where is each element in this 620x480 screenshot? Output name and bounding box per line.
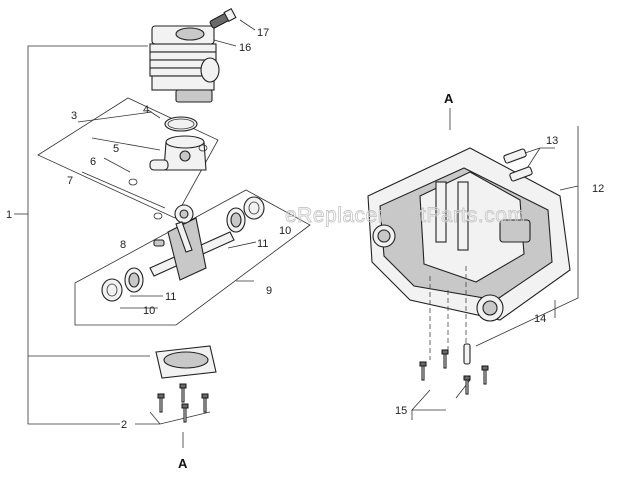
woodruff-key-part — [153, 239, 165, 247]
crankcase-bolt-part — [419, 266, 489, 395]
callout-10-lower: 10 — [143, 305, 155, 317]
piston-part — [163, 135, 207, 171]
callout-9: 9 — [266, 285, 272, 297]
callout-11-upper: 11 — [257, 238, 268, 250]
callout-16: 16 — [239, 42, 251, 54]
callout-11-lower: 11 — [165, 291, 176, 303]
section-marker-a-top: A — [444, 91, 454, 106]
crankshaft-part — [149, 204, 235, 281]
callout-14: 14 — [534, 313, 546, 325]
callout-15: 15 — [395, 405, 407, 417]
bolt-part — [157, 383, 209, 423]
callout-5: 5 — [113, 143, 119, 155]
piston-ring-part — [164, 116, 198, 132]
callout-8: 8 — [120, 239, 126, 251]
callout-2: 2 — [121, 419, 127, 431]
callout-4: 4 — [143, 104, 149, 116]
cylinder-part — [149, 25, 220, 103]
bearing-part — [124, 207, 246, 293]
spark-plug-part — [209, 7, 237, 29]
callout-1: 1 — [6, 209, 12, 221]
callout-7: 7 — [67, 175, 73, 187]
left-assembly-bracket — [14, 19, 311, 425]
piston-clip-part — [128, 144, 208, 220]
piston-pin-part — [149, 159, 169, 171]
callout-17: 17 — [257, 27, 269, 39]
section-marker-a-bottom: A — [178, 456, 188, 471]
callout-3: 3 — [71, 110, 77, 122]
crankcase-cover-part — [155, 345, 217, 379]
callout-13: 13 — [546, 135, 558, 147]
callout-12: 12 — [592, 183, 604, 195]
oil-seal-part — [101, 196, 265, 302]
crankcase-part — [367, 147, 571, 322]
callout-10-upper: 10 — [279, 225, 291, 237]
dowel-pin-part — [503, 148, 533, 182]
callout-6: 6 — [90, 156, 96, 168]
watermark-text: eReplacementParts.com — [285, 204, 525, 227]
